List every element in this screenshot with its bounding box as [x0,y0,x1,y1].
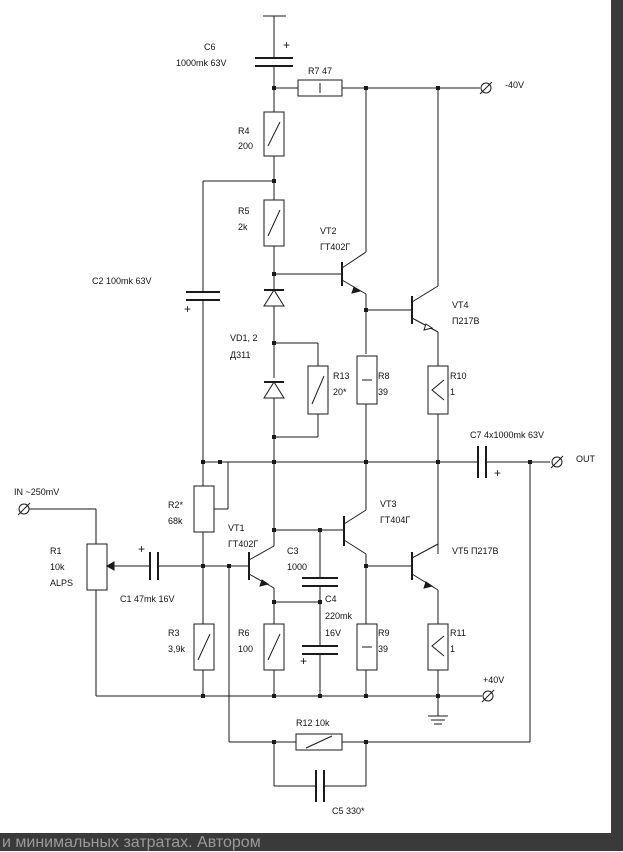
r13-resistor [307,343,329,437]
r4-value: 200 [238,141,254,151]
r2-trimmer [193,462,229,624]
r12-label: R12 10k [296,718,330,728]
vt2-label: VT2 [320,226,337,236]
r11-value: 1 [450,644,456,654]
r9-label: R9 [378,628,390,638]
vt3-label: VT3 [380,499,397,509]
vt5-transistor [366,543,439,624]
c3-value: 1000 [287,562,308,572]
r10-label: R10 [450,371,467,381]
c6-capacitor [255,15,293,112]
c4-label: C4 [325,594,337,604]
c1-plus-mark: + [138,542,146,556]
r3-resistor [193,623,215,696]
r8-value: 39 [378,387,389,397]
c6-plus-mark: + [283,38,291,52]
c1-capacitor [149,552,229,580]
page-shadow-bottom [0,833,623,851]
vd12-type: Д311 [230,350,251,360]
minus40-terminal [479,81,493,95]
r4-resistor [263,111,285,200]
r8-label: R8 [378,371,390,381]
c7-plus-mark: + [494,466,502,480]
vt3-transistor [274,509,367,566]
in-label: IN ~250mV [14,487,60,497]
r13-label: R13 [333,371,350,381]
vt3-type: ГТ404Г [380,515,411,525]
r3-label: R3 [168,628,180,638]
c3-c4-capacitors [274,530,338,696]
bottom-rail [96,689,495,703]
junction-dots [201,86,532,744]
r4-label: R4 [238,126,250,136]
c2-label: C2 100mk 63V [92,276,152,286]
r1-potentiometer [17,502,150,696]
plus40-label: +40V [483,675,505,685]
vt4-type: П217В [452,316,480,326]
r8-resistor [356,355,378,510]
r5-value: 2k [238,222,248,232]
minus40-label: -40V [505,80,525,90]
r10-value: 1 [450,387,456,397]
c4-voltage: 16V [325,628,342,638]
r6-label: R6 [238,628,250,638]
c2-plus-mark: + [184,302,192,316]
page-shadow-right [611,0,623,851]
r13-value: 20* [333,387,347,397]
r9-resistor [356,566,378,696]
r5-resistor [263,199,285,286]
out-label: OUT [576,454,595,464]
r10-resistor [427,365,449,554]
output-bus [203,446,564,742]
vt1-type: ГТ402Г [228,539,259,549]
vt2-transistor [274,88,367,354]
vt2-type: ГТ402Г [320,242,351,252]
r1-label: R1 [50,546,62,556]
r1-type: ALPS [50,578,74,588]
vt1-label: VT1 [228,523,245,533]
r3-value: 3,9k [168,644,186,654]
c3-label: C3 [287,546,299,556]
c2-capacitor [186,180,274,486]
r9-value: 39 [378,644,389,654]
c5-label: C5 330* [332,806,365,816]
c6-label: C6 [204,42,216,52]
vt4-label: VT4 [452,300,469,310]
r11-label: R11 [450,628,466,638]
r7-resistor [274,79,480,97]
c6-value: 1000mk 63V [176,58,227,68]
vt1-transistor [228,530,275,742]
c4-value: 220mk [325,611,353,621]
c1-label: C1 47mk 16V [120,594,175,604]
r1-value: 10k [50,562,65,572]
vt4-transistor [366,88,439,366]
r12-c5-feedback [229,733,530,802]
r6-value: 100 [238,644,254,654]
vd12-label: VD1, 2 [230,333,258,343]
r2-label: R2* [168,500,184,510]
r6-resistor [263,623,285,696]
r11-resistor [427,623,449,725]
r2-value: 68k [168,516,183,526]
r7-label: R7 47 [308,66,333,76]
c7-label: C7 4x1000mk 63V [470,430,545,440]
vt5-label: VT5 П217В [452,546,499,556]
footer-text: и минимальных затратах. Автором [2,834,261,851]
c4-plus-mark: + [300,654,308,668]
r5-label: R5 [238,206,250,216]
